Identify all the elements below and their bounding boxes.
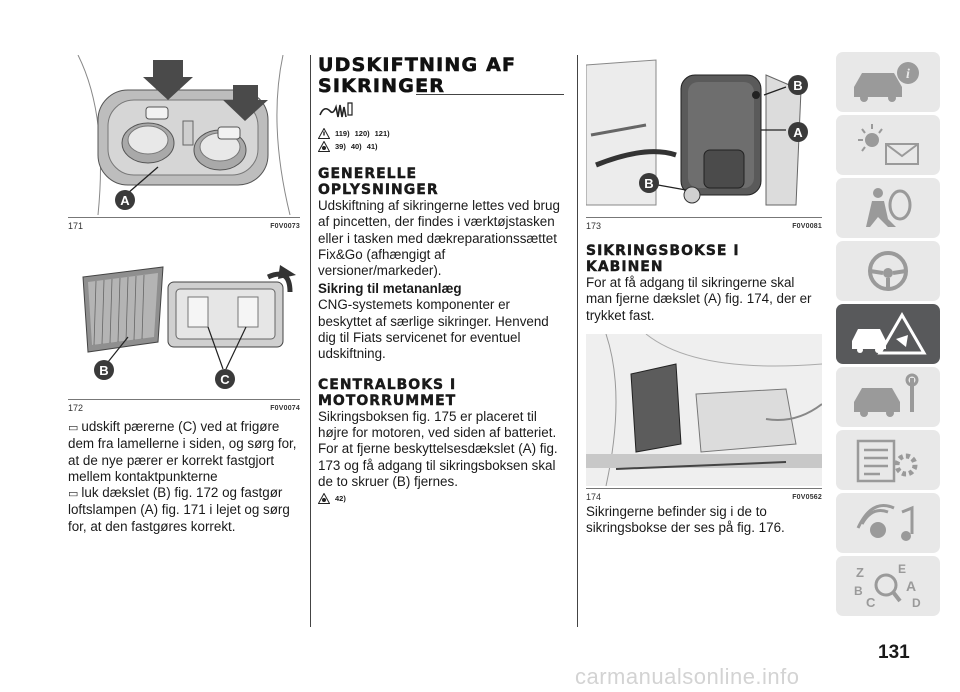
callout-b: B xyxy=(793,78,802,93)
tab-specs[interactable] xyxy=(836,430,940,490)
engine-fusebox-illustration: B A B xyxy=(586,55,822,215)
figure-code: F0V0562 xyxy=(792,493,822,501)
airbag-icon xyxy=(866,188,912,227)
figure-174: 174 F0V0562 xyxy=(586,333,822,502)
tab-maintenance[interactable] xyxy=(836,367,940,427)
watermark: carmanualsonline.info xyxy=(575,664,800,689)
tab-steering[interactable] xyxy=(836,241,940,301)
lamp-cover-illustration: B C xyxy=(68,257,300,397)
paragraph: CNG-systemets komponenter er beskyttet a… xyxy=(318,297,549,362)
svg-text:A: A xyxy=(906,578,916,594)
column-divider xyxy=(310,55,311,627)
figure-171: A 171 F0V0073 xyxy=(68,55,300,231)
caution-refs: 39) 40) 41) xyxy=(318,141,564,152)
figure-172: B C 172 F0V0074 xyxy=(68,257,300,413)
svg-text:B: B xyxy=(854,584,863,598)
caution-icon xyxy=(318,141,330,152)
callout-b: B xyxy=(99,363,108,378)
paragraph: For at få adgang til sikringerne skal ma… xyxy=(586,275,812,323)
figure-number: 174 xyxy=(586,491,602,502)
svg-text:C: C xyxy=(866,595,876,610)
maintenance-icon xyxy=(854,373,919,417)
figure-code: F0V0081 xyxy=(792,223,822,230)
paragraph: Udskiftning af sikringerne lettes ved br… xyxy=(318,198,560,279)
tab-car-info[interactable]: i xyxy=(836,52,940,112)
column-3: B A B 173 F0V0081 SIKRINGSBOKSE I KABINE… xyxy=(586,55,822,536)
hand-warning-icon xyxy=(318,128,330,139)
figure-code: F0V0074 xyxy=(270,405,300,412)
svg-text:E: E xyxy=(898,562,906,576)
tab-airbag[interactable] xyxy=(836,178,940,238)
figure-caption: 172 F0V0074 xyxy=(68,399,300,413)
callout-b: B xyxy=(644,176,653,191)
paragraph: Sikringsboksen fig. 175 er placeret til … xyxy=(318,408,558,489)
column-1: A 171 F0V0073 xyxy=(68,55,300,535)
bullet-icon: ▭ xyxy=(68,488,79,501)
tab-emergency[interactable] xyxy=(836,304,940,364)
section-title: UDSKIFTNING AF SIKRINGER xyxy=(318,54,517,97)
warning-refs: 119) 120) 121) xyxy=(318,128,564,139)
figure-number: 172 xyxy=(68,403,84,413)
paragraph: Sikringerne befinder sig i de to sikring… xyxy=(586,503,785,536)
ceiling-lamp-illustration: A xyxy=(68,55,300,215)
caution-icon xyxy=(318,493,330,505)
callout-c: C xyxy=(220,372,230,387)
callout-a: A xyxy=(793,125,803,140)
tab-lights-mail[interactable] xyxy=(836,115,940,175)
emergency-icon xyxy=(852,312,927,355)
figure-caption: 173 F0V0081 xyxy=(586,217,822,231)
callout-a: A xyxy=(120,193,130,208)
figure-number: 173 xyxy=(586,221,602,231)
specs-icon xyxy=(856,439,918,483)
paragraph: ▭luk dækslet (B) fig. 172 og fastgør lof… xyxy=(68,485,290,534)
cabin-fusebox-illustration xyxy=(586,333,822,486)
lights-mail-icon xyxy=(858,124,919,165)
tab-multimedia[interactable] xyxy=(836,493,940,553)
column-divider xyxy=(577,55,578,627)
tab-index[interactable]: Z E A B C D xyxy=(836,556,940,616)
subsection-heading: SIKRINGSBOKSE I KABINEN xyxy=(586,243,740,275)
svg-text:D: D xyxy=(912,596,921,610)
figure-code: F0V0073 xyxy=(270,223,300,230)
chapter-tabs: i xyxy=(836,52,940,619)
subsection-heading: GENERELLE OPLYSNINGER xyxy=(318,166,439,198)
paragraph: ▭udskift pærerne (C) ved at frigøre dem … xyxy=(68,419,297,484)
figure-caption: 174 F0V0562 xyxy=(586,487,822,502)
svg-text:i: i xyxy=(906,67,910,82)
caution-refs: 42) xyxy=(318,493,564,505)
svg-text:Z: Z xyxy=(856,565,864,580)
steering-wheel-icon xyxy=(868,251,908,291)
figure-173: B A B 173 F0V0081 xyxy=(586,55,822,231)
subsection-heading: CENTRALBOKS I MOTORRUMMET xyxy=(318,376,457,409)
bold-heading: Sikring til metananlæg xyxy=(318,281,462,297)
multimedia-icon xyxy=(856,504,914,541)
page-number: 131 xyxy=(878,642,910,663)
fuel-type-icon xyxy=(319,102,353,118)
bullet-icon: ▭ xyxy=(68,422,79,434)
column-2: UDSKIFTNING AF SIKRINGER 119) 120) 121) … xyxy=(318,54,564,505)
index-icon: Z E A B C D xyxy=(854,562,921,610)
figure-caption: 171 F0V0073 xyxy=(68,217,300,231)
figure-number: 171 xyxy=(68,221,84,231)
car-info-icon: i xyxy=(854,62,919,102)
